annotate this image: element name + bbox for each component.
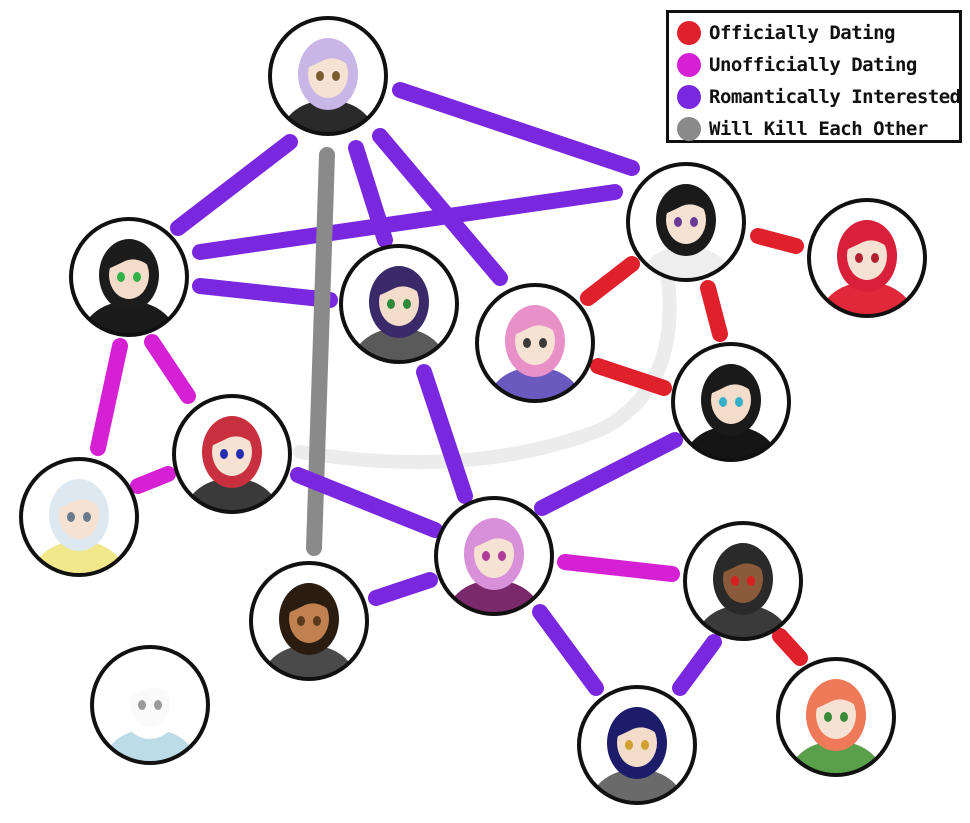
character-portrait-white-cap-sketch xyxy=(90,645,210,765)
link-purple xyxy=(532,604,604,696)
character-portrait-black-teal-girl xyxy=(69,217,189,337)
legend-label: Unofficially Dating xyxy=(709,54,917,76)
link-purple xyxy=(192,278,338,308)
character-portrait-red-long-hair xyxy=(172,394,292,514)
character-portrait-hooded-pink xyxy=(434,496,554,616)
legend-item-unofficially-dating: Unofficially Dating xyxy=(677,51,917,79)
link-red xyxy=(700,280,728,342)
character-portrait-black-purple-tips xyxy=(671,342,791,462)
background-arc xyxy=(293,273,677,469)
legend-color-dot xyxy=(677,53,701,77)
character-portrait-pink-red-girl xyxy=(475,283,595,403)
link-purple xyxy=(392,82,640,176)
link-red xyxy=(750,228,804,254)
legend-label: Romantically Interested xyxy=(709,86,961,108)
link-purple xyxy=(534,432,683,516)
link-purple xyxy=(372,128,508,286)
link-red xyxy=(580,256,640,306)
link-pink xyxy=(144,334,196,404)
character-nodes xyxy=(19,16,927,805)
character-portrait-dark-skin-eyepatch xyxy=(683,521,803,641)
character-portrait-purple-hair-boy xyxy=(339,244,459,364)
link-red xyxy=(772,628,808,666)
character-portrait-blue-hair-boy xyxy=(577,685,697,805)
link-purple xyxy=(416,364,473,504)
character-portrait-orange-braid-girl xyxy=(776,657,896,777)
legend-label: Will Kill Each Other xyxy=(709,118,928,140)
character-portrait-red-bow-girl xyxy=(807,198,927,318)
legend-label: Officially Dating xyxy=(709,22,895,44)
legend-color-dot xyxy=(677,21,701,45)
relationship-links xyxy=(90,82,808,696)
link-purple xyxy=(170,134,298,236)
link-purple xyxy=(368,572,438,606)
link-purple xyxy=(192,184,623,260)
legend-color-dot xyxy=(677,85,701,109)
link-pink xyxy=(557,554,680,582)
legend-item-romantically-interested: Romantically Interested xyxy=(677,83,961,111)
character-portrait-white-hair-bow xyxy=(19,457,139,577)
link-purple xyxy=(672,634,722,696)
link-purple xyxy=(290,467,443,538)
link-red xyxy=(590,358,672,396)
link-pink xyxy=(90,338,128,456)
legend-item-officially-dating: Officially Dating xyxy=(677,19,895,47)
character-portrait-lavender-girl xyxy=(268,16,388,136)
character-portrait-black-white-boy xyxy=(626,162,746,282)
legend-item-will-kill-each-other: Will Kill Each Other xyxy=(677,115,928,143)
character-portrait-brown-messy-boy xyxy=(249,561,369,681)
link-pink xyxy=(130,466,176,494)
legend: Officially Dating Unofficially Dating Ro… xyxy=(666,10,962,143)
legend-color-dot xyxy=(677,117,701,141)
